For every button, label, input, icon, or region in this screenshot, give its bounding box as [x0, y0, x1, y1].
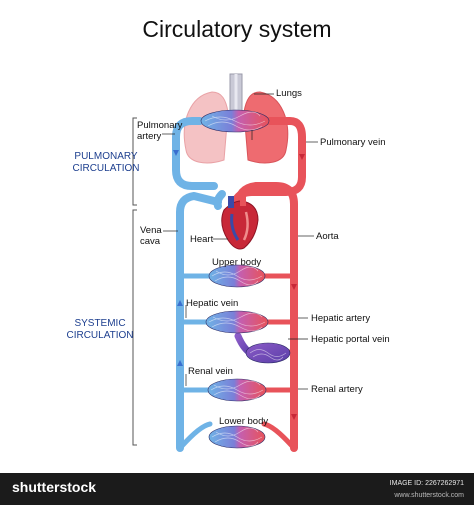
lung-right [243, 91, 289, 164]
label-heart: Heart [190, 234, 214, 245]
heart-illustration [221, 194, 259, 250]
label-pulmonary-artery: Pulmonary artery [137, 120, 182, 142]
leader-lines [162, 93, 318, 390]
label-hepatic-artery: Hepatic artery [311, 313, 371, 324]
brand-logo: shutterstock [12, 479, 97, 495]
capillary-beds [200, 109, 291, 449]
watermark-footer: shutterstock IMAGE ID: 2267262971 www.sh… [0, 473, 474, 505]
lung-left [183, 91, 229, 164]
label-line: Vena [140, 225, 162, 236]
pulmonary-circulation-label: PULMONARY CIRCULATION [56, 151, 156, 175]
section-brackets [132, 117, 137, 446]
systemic-circulation-label: SYSTEMIC CIRCULATION [50, 318, 150, 342]
deoxygenated-vessels [172, 117, 226, 452]
section-line: SYSTEMIC [74, 318, 126, 329]
site-url: www.shutterstock.com [394, 492, 464, 499]
label-lungs: Lungs [276, 88, 302, 99]
label-line: artery [137, 131, 162, 142]
capillary-mesh [204, 111, 287, 447]
section-line: CIRCULATION [72, 163, 140, 174]
label-upper-body: Upper body [212, 257, 262, 268]
label-vena-cava: Vena cava [140, 225, 162, 247]
label-lower-body: Lower body [219, 416, 269, 427]
label-pulmonary-vein: Pulmonary vein [320, 137, 386, 148]
label-line: Pulmonary [137, 120, 183, 131]
label-line: cava [140, 236, 161, 247]
label-aorta: Aorta [316, 231, 339, 242]
label-renal-artery: Renal artery [311, 384, 363, 395]
section-line: PULMONARY [74, 151, 138, 162]
label-hepatic-vein: Hepatic vein [186, 298, 239, 309]
flow-arrows [173, 150, 183, 366]
image-id: IMAGE ID: 2267262971 [389, 480, 464, 487]
diagram-title: Circulatory system [142, 16, 332, 42]
label-renal-vein: Renal vein [188, 366, 233, 377]
section-line: CIRCULATION [66, 330, 134, 341]
label-hepatic-portal-vein: Hepatic portal vein [311, 334, 390, 345]
